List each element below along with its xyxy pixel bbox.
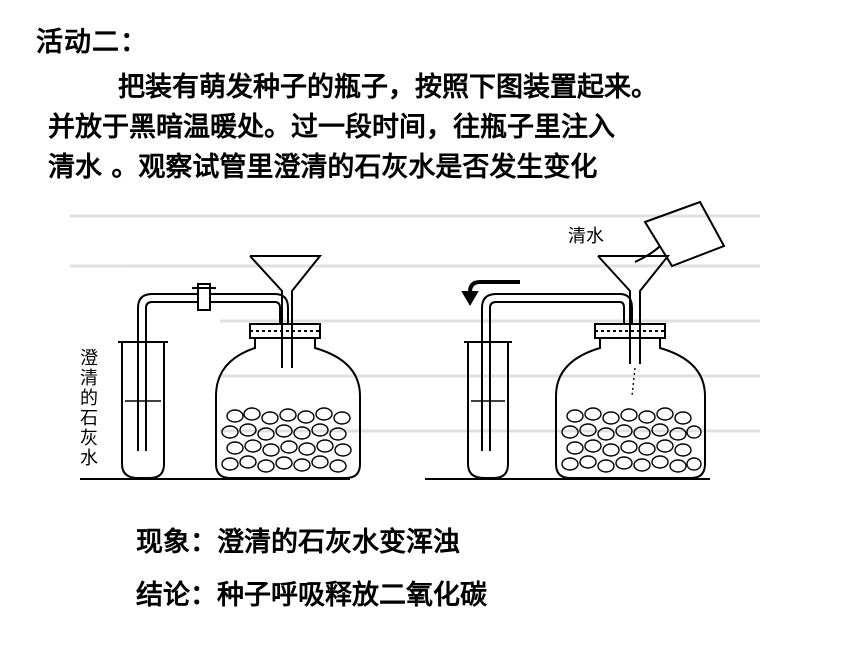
instruction-line-2: 并放于黑暗温暖处。过一段时间，往瓶子里注入 bbox=[48, 112, 615, 143]
right-delivery-tube bbox=[481, 293, 633, 451]
experiment-figure: 澄 清 的 石 灰 水 bbox=[60, 196, 780, 496]
water-label: 清水 bbox=[568, 226, 604, 247]
experiment-diagram: 澄 清 的 石 灰 水 bbox=[70, 200, 760, 480]
right-test-tube bbox=[467, 342, 509, 479]
label-char: 澄 bbox=[80, 348, 98, 369]
label-char: 水 bbox=[80, 448, 98, 469]
left-tube-label: 澄 清 的 石 灰 水 bbox=[80, 348, 98, 469]
right-funnel bbox=[597, 255, 671, 364]
left-bottle bbox=[215, 335, 361, 479]
left-seeds bbox=[221, 407, 352, 473]
right-seeds bbox=[561, 407, 702, 473]
left-funnel bbox=[249, 255, 323, 368]
conclusion-text: 结论：种子呼吸释放二氧化碳 bbox=[136, 580, 487, 611]
right-bottle bbox=[555, 335, 706, 479]
instruction-line-1: 把装有萌发种子的瓶子，按照下图装置起来。 bbox=[118, 72, 658, 103]
label-char: 清 bbox=[80, 368, 98, 389]
instruction-line-3: 清水 。观察试管里澄清的石灰水是否发生变化 bbox=[48, 152, 598, 183]
pouring-beaker bbox=[643, 200, 726, 268]
activity-title: 活动二： bbox=[36, 27, 148, 58]
right-setup bbox=[461, 200, 726, 479]
left-setup bbox=[118, 255, 361, 479]
left-delivery-tube bbox=[137, 293, 289, 451]
stopcock bbox=[197, 283, 211, 311]
label-char: 石 bbox=[80, 408, 98, 429]
instruction-paragraph: 把装有萌发种子的瓶子，按照下图装置起来。 并放于黑暗温暖处。过一段时间，往瓶子里… bbox=[48, 68, 828, 188]
label-char: 的 bbox=[80, 388, 98, 409]
left-test-tube bbox=[121, 342, 165, 479]
phenomenon-text: 现象：澄清的石灰水变浑浊 bbox=[136, 527, 460, 558]
label-char: 灰 bbox=[80, 428, 98, 449]
left-stopper bbox=[249, 323, 321, 339]
